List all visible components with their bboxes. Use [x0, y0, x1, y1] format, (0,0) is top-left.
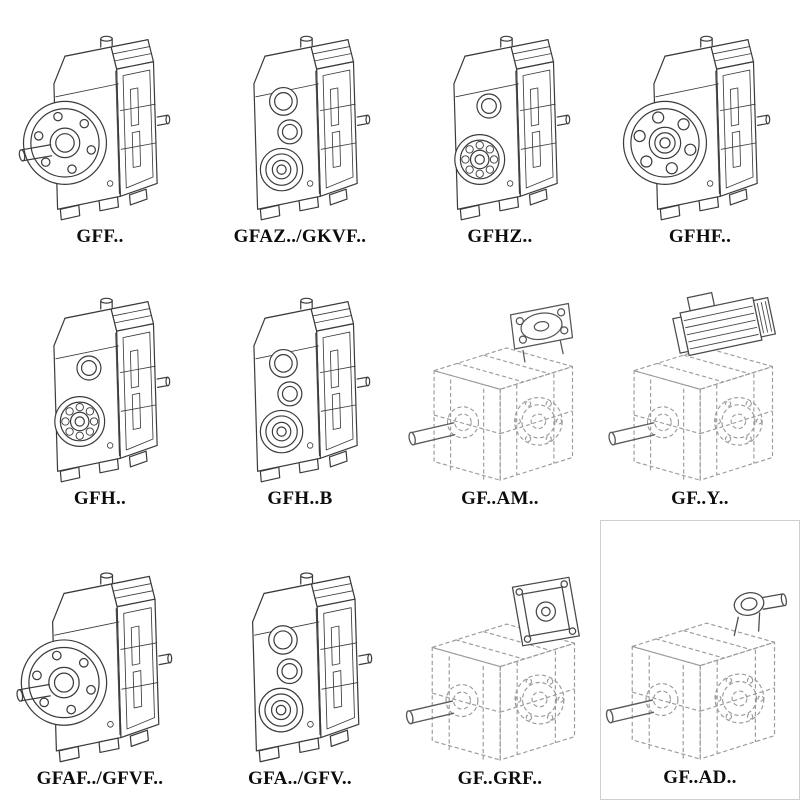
model-label-gfaz-gkvf: GFAZ../GKVF..	[233, 226, 367, 247]
gearbox-foot-mounted-drawing-icon	[204, 274, 396, 486]
gearbox-bearing-drawing-icon	[4, 274, 196, 486]
catalog-item-gfhf: GFHF..	[600, 0, 800, 258]
gearbox-input-shaft-adapter-drawing-icon	[601, 543, 799, 765]
catalog-item-gfaz-gkvf: GFAZ../GKVF..	[200, 0, 400, 258]
catalog-item-gfaf-gfvf: GFAF../GFVF..	[0, 520, 200, 800]
model-label-gf-grf: GF..GRF..	[457, 768, 543, 789]
model-label-gfa-gfv: GFA../GFV..	[248, 768, 352, 789]
catalog-item-gf-grf: GF..GRF..	[400, 520, 600, 800]
gearbox-flange-shaft-variant-drawing-icon	[4, 548, 196, 766]
gearbox-motor-adapter-drawing-icon	[401, 270, 599, 486]
gearbox-input-adapter-drawing-icon	[401, 544, 599, 766]
catalog-item-gfhz: GFHZ..	[400, 0, 600, 258]
catalog-item-gff: GFF..	[0, 0, 200, 258]
gearbox-hollow-shaft-drawing-icon	[204, 12, 396, 224]
gearbox-flange-hollow-drawing-icon	[604, 12, 796, 224]
gearbox-mounted-motor-drawing-icon	[601, 270, 799, 486]
catalog-item-gfh: GFH..	[0, 258, 200, 520]
model-label-gf-ad: GF..AD..	[663, 767, 737, 788]
catalog-item-gf-y: GF..Y..	[600, 258, 800, 520]
model-label-gff: GFF..	[76, 226, 124, 247]
catalog-item-gf-ad: GF..AD..	[600, 520, 800, 800]
model-label-gf-am: GF..AM..	[461, 488, 539, 509]
gearbox-shrink-disc-drawing-icon	[404, 12, 596, 224]
catalog-item-gfh-b: GFH..B	[200, 258, 400, 520]
model-label-gfh-b: GFH..B	[267, 488, 333, 509]
gearbox-hollow-shaft-variant-drawing-icon	[204, 548, 396, 766]
gearbox-flange-shaft-drawing-icon	[4, 12, 196, 224]
model-label-gfh: GFH..	[73, 488, 127, 509]
model-label-gf-y: GF..Y..	[671, 488, 729, 509]
model-label-gfaf-gfvf: GFAF../GFVF..	[36, 768, 164, 789]
model-label-gfhz: GFHZ..	[467, 226, 533, 247]
catalog-item-gfa-gfv: GFA../GFV..	[200, 520, 400, 800]
catalog-item-gf-am: GF..AM..	[400, 258, 600, 520]
model-label-gfhf: GFHF..	[668, 226, 732, 247]
